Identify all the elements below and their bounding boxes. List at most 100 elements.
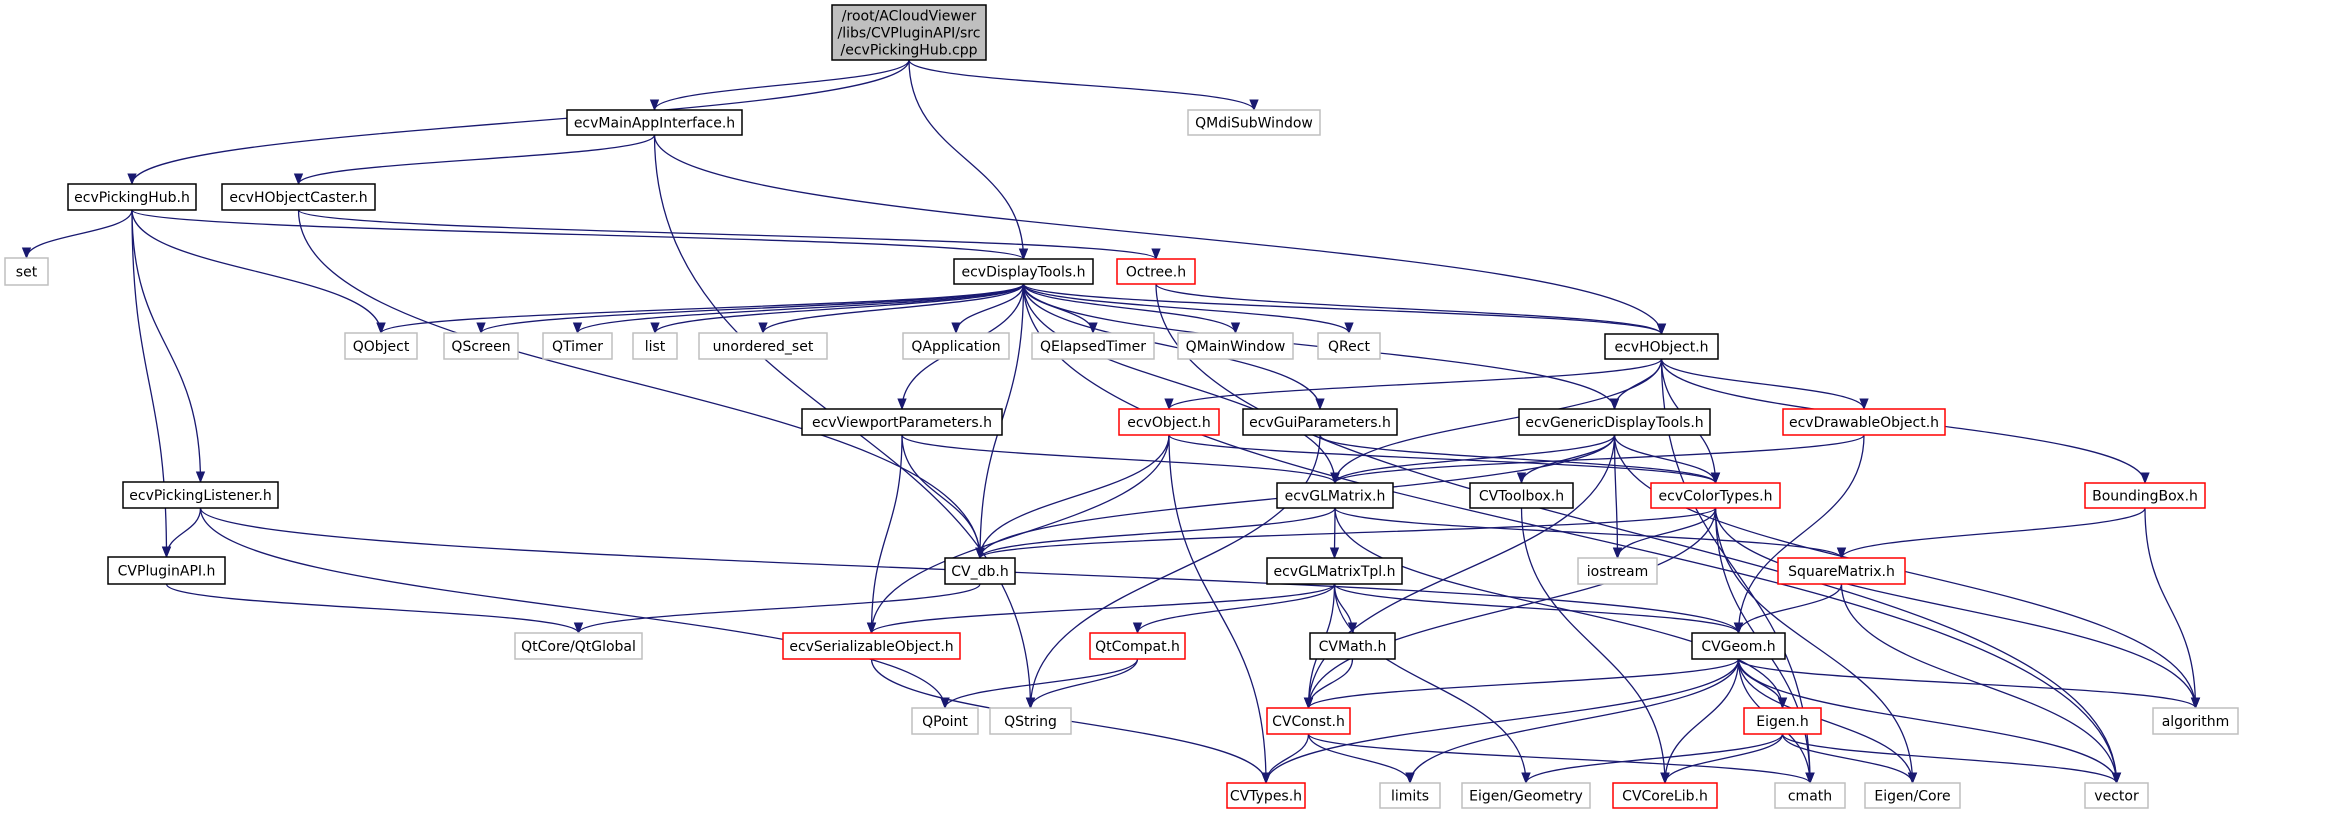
node-cvtoolbox[interactable]: CVToolbox.h	[1469, 482, 1574, 509]
node-squarematrix[interactable]: SquareMatrix.h	[1777, 557, 1906, 585]
node-label: QMainWindow	[1186, 339, 1286, 355]
node-ecvpickinghub[interactable]: ecvPickingHub.h	[67, 183, 197, 211]
node-label: Octree.h	[1126, 265, 1186, 281]
node-ecvhobjectcaster[interactable]: ecvHObjectCaster.h	[221, 183, 376, 211]
node-label: iostream	[1587, 564, 1649, 580]
node-box	[1266, 707, 1351, 735]
node-box	[782, 632, 961, 660]
node-boundingbox[interactable]: BoundingBox.h	[2084, 482, 2206, 509]
edge-ecvdrawableobject-to-cvgeom	[1733, 434, 1865, 635]
node-qelapsedtimer: QElapsedTimer	[1031, 332, 1155, 360]
node-ecvobject[interactable]: ecvObject.h	[1118, 408, 1220, 436]
node-label: QElapsedTimer	[1040, 339, 1146, 355]
node-qtcompat[interactable]: QtCompat.h	[1089, 632, 1186, 660]
edge-octree-to-ecvhobject	[1155, 283, 1666, 336]
node-qrect: QRect	[1317, 332, 1381, 360]
node-box	[1604, 333, 1719, 360]
edge-cv-db-to-qtglobal	[573, 583, 981, 635]
edge-eigen-to-eigencore	[1781, 733, 1918, 785]
edge-root-to-qmdisubwindow	[908, 59, 1259, 112]
node-label: ecvDisplayTools.h	[961, 265, 1085, 281]
node-eigen[interactable]: Eigen.h	[1743, 707, 1822, 735]
node-label: CVPluginAPI.h	[118, 564, 216, 580]
node-ecvgenericdisplaytools[interactable]: ecvGenericDisplayTools.h	[1518, 408, 1711, 436]
node-label: QScreen	[451, 339, 510, 355]
node-eigengeometry: Eigen/Geometry	[1461, 782, 1591, 809]
node-box	[911, 707, 979, 735]
node-box	[1782, 408, 1946, 436]
node-box	[2084, 782, 2149, 809]
node-cvmath[interactable]: CVMath.h	[1309, 632, 1396, 660]
node-ecvserializableobject[interactable]: ecvSerializableObject.h	[782, 632, 961, 660]
node-cv-db[interactable]: CV_db.h	[944, 557, 1016, 585]
node-box	[632, 332, 678, 360]
edge-ecvhobjectcaster-to-cv-db	[297, 209, 985, 560]
edge-ecvhobject-to-ecvobject	[1164, 358, 1663, 411]
node-ecvmainappinterface[interactable]: ecvMainAppInterface.h	[566, 109, 743, 136]
node-cvtypes[interactable]: CVTypes.h	[1226, 782, 1306, 809]
node-label: unordered_set	[713, 339, 814, 355]
node-box	[67, 183, 197, 211]
nodes-layer: /root/ACloudViewer/libs/CVPluginAPI/src/…	[4, 4, 2239, 809]
node-label: ecvGLMatrixTpl.h	[1274, 564, 1396, 580]
edge-ecvglmatrix-to-squarematrix	[1334, 507, 1846, 560]
edge-cvgeom-to-cvtypes	[1261, 658, 1740, 785]
edge-ecvdisplaytools-to-unordered-set	[758, 283, 1025, 335]
edge-ecvglmatrix-to-eigen	[1334, 507, 1788, 710]
node-box	[4, 257, 49, 286]
node-label: QObject	[353, 339, 410, 355]
edge-ecvdisplaytools-to-qscreen	[476, 283, 1025, 335]
node-cvpluginapi[interactable]: CVPluginAPI.h	[107, 556, 226, 585]
node-box	[1031, 332, 1155, 360]
edge-ecvcolortypes-to-cv-db	[975, 507, 1717, 560]
node-root[interactable]: /root/ACloudViewer/libs/CVPluginAPI/src/…	[831, 4, 987, 61]
node-box	[1518, 408, 1711, 436]
edge-ecvpickinghub-to-set	[21, 209, 133, 260]
node-box	[801, 408, 1003, 436]
node-box	[1116, 258, 1196, 285]
edge-cvconst-to-limits	[1307, 733, 1415, 785]
node-ecvhobject[interactable]: ecvHObject.h	[1604, 333, 1719, 360]
node-box	[944, 557, 1016, 585]
node-label: /ecvPickingHub.cpp	[841, 43, 978, 59]
edge-ecvglmatrixtpl-to-qtcompat	[1132, 583, 1336, 635]
edge-ecvglmatrixtpl-to-ecvserializableobject	[867, 583, 1336, 635]
node-box	[1774, 782, 1846, 809]
edge-octree-to-vector	[1155, 283, 2122, 785]
node-cvcorelib[interactable]: CVCoreLib.h	[1612, 782, 1718, 809]
node-list: list	[632, 332, 678, 360]
edge-cvgeom-to-cvconst	[1304, 658, 1740, 710]
node-ecvcolortypes[interactable]: ecvColorTypes.h	[1650, 482, 1781, 509]
node-label: /root/ACloudViewer	[842, 9, 977, 25]
node-label: ecvPickingHub.h	[74, 190, 190, 206]
node-label: ecvObject.h	[1127, 415, 1211, 431]
node-box	[1864, 782, 1961, 809]
node-ecvguiparameters[interactable]: ecvGuiParameters.h	[1242, 408, 1398, 436]
node-ecvdisplaytools[interactable]: ecvDisplayTools.h	[953, 258, 1094, 285]
node-ecvviewportparameters[interactable]: ecvViewportParameters.h	[801, 408, 1003, 436]
node-box	[1612, 782, 1718, 809]
edge-ecvobject-to-cv-db	[975, 434, 1170, 560]
node-label: CVCoreLib.h	[1622, 789, 1708, 805]
node-box	[989, 707, 1072, 735]
edge-eigen-to-vector	[1781, 733, 2122, 785]
node-cvconst[interactable]: CVConst.h	[1266, 707, 1351, 735]
node-ecvdrawableobject[interactable]: ecvDrawableObject.h	[1782, 408, 1946, 436]
node-box	[1118, 408, 1220, 436]
edge-ecvhobject-to-ecvdrawableobject	[1660, 358, 1869, 411]
node-ecvglmatrixtpl[interactable]: ecvGLMatrixTpl.h	[1266, 557, 1403, 585]
node-label: CV_db.h	[951, 564, 1008, 580]
node-ecvglmatrix[interactable]: ecvGLMatrix.h	[1276, 482, 1394, 509]
node-algorithm: algorithm	[2152, 707, 2239, 735]
node-qapplication: QApplication	[902, 332, 1010, 360]
node-ecvpickinglistener[interactable]: ecvPickingListener.h	[122, 481, 279, 509]
edge-cvpluginapi-to-qtglobal	[165, 583, 584, 635]
node-set: set	[4, 257, 49, 286]
node-label: Eigen/Core	[1874, 789, 1950, 805]
node-cvgeom[interactable]: CVGeom.h	[1691, 632, 1786, 660]
node-box	[566, 109, 743, 136]
node-octree[interactable]: Octree.h	[1116, 258, 1196, 285]
edge-ecvpickinghub-to-ecvdisplaytools	[131, 209, 1028, 261]
node-box	[902, 332, 1010, 360]
node-label: set	[16, 265, 38, 281]
